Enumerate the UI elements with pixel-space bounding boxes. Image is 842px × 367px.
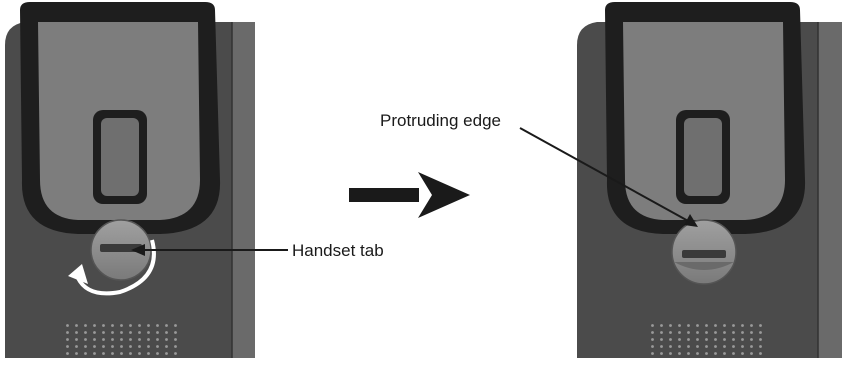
speaker-grille [648, 320, 766, 358]
phone-base-before [5, 2, 288, 358]
hook-button [684, 118, 722, 196]
rotate-clockwise-icon [76, 239, 156, 296]
protruding-edge-label: Protruding edge [380, 111, 501, 130]
right-arrow-icon [349, 172, 470, 218]
protruding-edge-pointer [519, 127, 691, 223]
phone-base-after [519, 2, 842, 358]
rotate-arrowhead [68, 264, 88, 284]
handset-tab-label: Handset tab [292, 241, 384, 260]
speaker-grille [62, 320, 180, 358]
protruding-edge [674, 262, 734, 270]
hook-button [101, 118, 139, 196]
handset-tab-slot [682, 250, 726, 258]
base-right-strip [818, 22, 842, 358]
base-right-strip [232, 22, 255, 358]
